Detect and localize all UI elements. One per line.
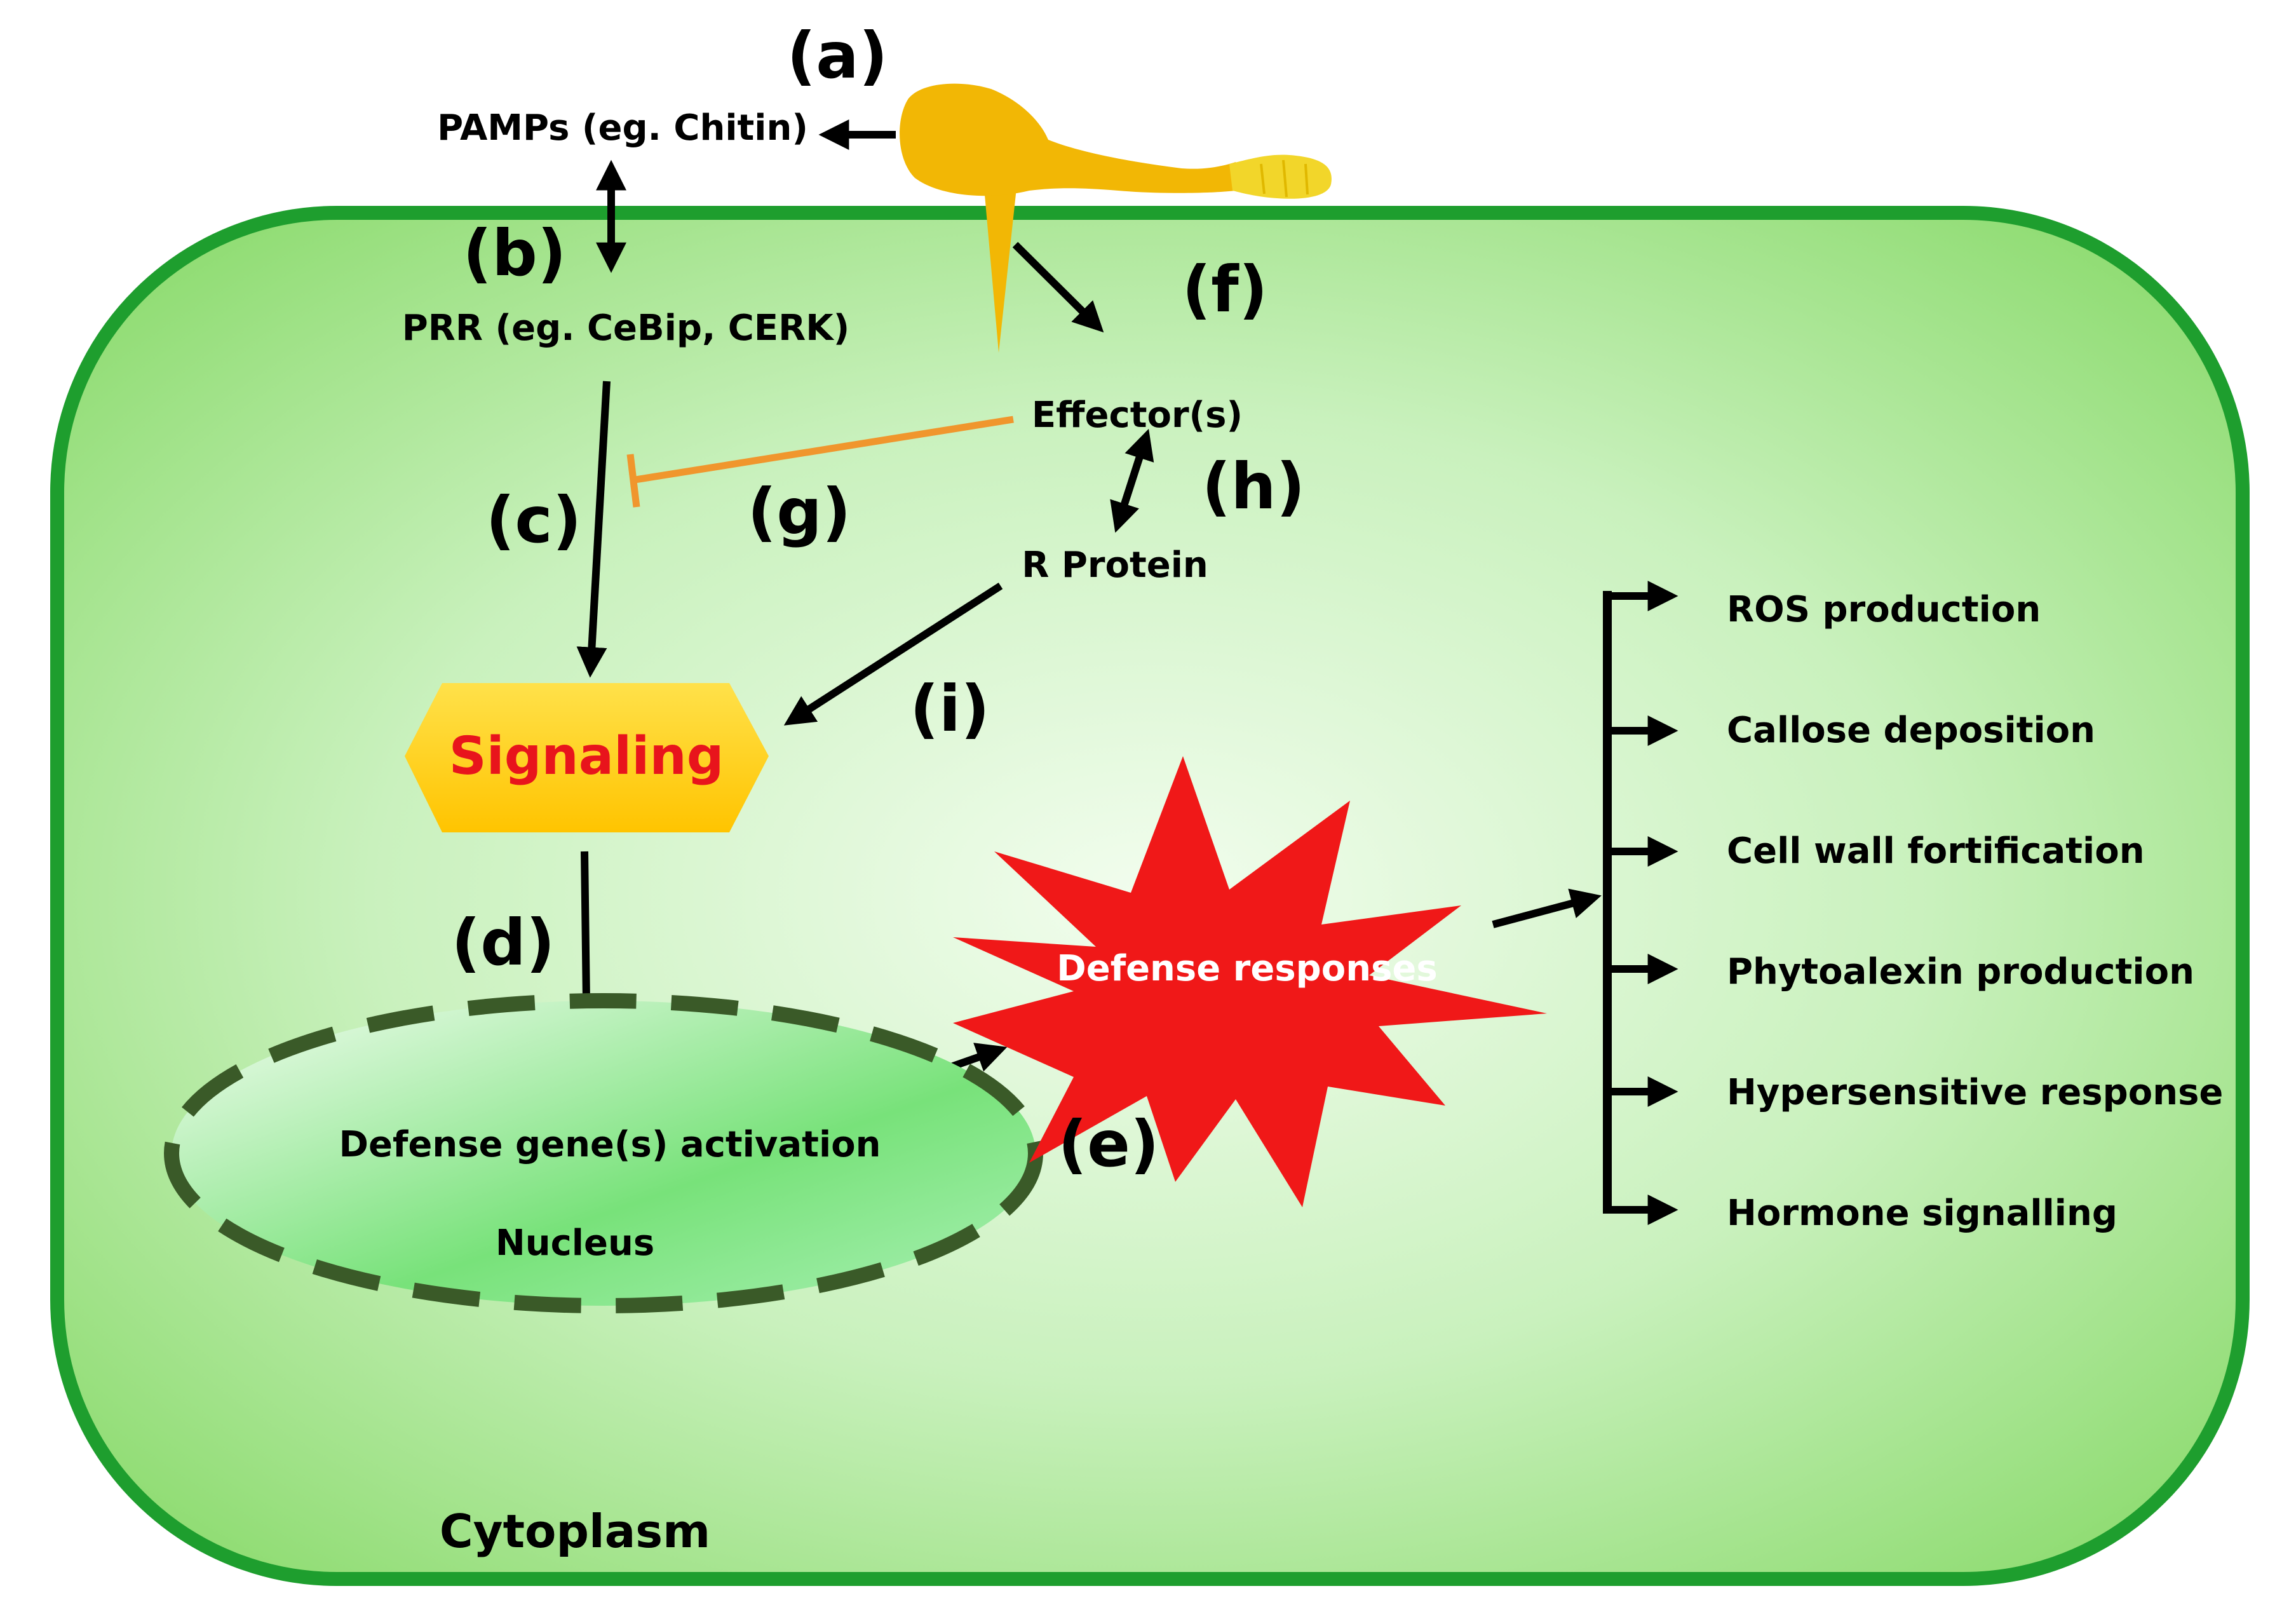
arrow-rprotein-to-signaling bbox=[783, 582, 1003, 726]
cytoplasm-label: Cytoplasm bbox=[440, 1505, 710, 1558]
pamps-label: PAMPs (eg. Chitin) bbox=[437, 107, 808, 149]
response-item: Cell wall fortification bbox=[1727, 830, 2145, 872]
response-item: ROS production bbox=[1727, 589, 2041, 630]
response-item: Phytoalexin production bbox=[1727, 951, 2194, 992]
response-item: Hormone signalling bbox=[1727, 1193, 2117, 1234]
nucleus-label: Nucleus bbox=[496, 1223, 654, 1264]
arrow-defense-to-responses bbox=[1492, 888, 1602, 928]
responses-bracket bbox=[1603, 581, 1678, 1225]
defense-gene-label: Defense gene(s) activation bbox=[339, 1124, 881, 1165]
arrow-peg-to-effector bbox=[1012, 241, 1104, 333]
effectors-label: Effector(s) bbox=[1032, 395, 1243, 436]
defense-burst bbox=[953, 756, 1547, 1207]
response-item: Callose deposition bbox=[1727, 710, 2095, 751]
pathogen-spore-icon bbox=[900, 83, 1332, 353]
arrow-effector-rprotein bbox=[1110, 428, 1154, 533]
step-label-f: (f) bbox=[1182, 252, 1268, 327]
step-label-a: (a) bbox=[787, 18, 888, 93]
step-label-h: (h) bbox=[1202, 449, 1306, 524]
prr-label: PRR (eg. CeBip, CERK) bbox=[402, 308, 849, 349]
response-item: Hypersensitive response bbox=[1727, 1072, 2223, 1113]
step-label-c: (c) bbox=[486, 483, 582, 557]
inhibition-line bbox=[626, 416, 1014, 508]
signaling-label: Signaling bbox=[449, 726, 724, 787]
step-label-d: (d) bbox=[452, 905, 555, 980]
defense-responses-label: Defense responses bbox=[1057, 948, 1437, 989]
signaling-hexagon bbox=[405, 683, 769, 832]
step-label-i: (i) bbox=[910, 672, 990, 746]
r-protein-label: R Protein bbox=[1022, 545, 1208, 586]
step-label-e: (e) bbox=[1058, 1107, 1159, 1181]
arrow-prr-to-signaling bbox=[576, 381, 611, 678]
step-label-b: (b) bbox=[463, 216, 567, 290]
step-label-g: (g) bbox=[748, 475, 851, 549]
